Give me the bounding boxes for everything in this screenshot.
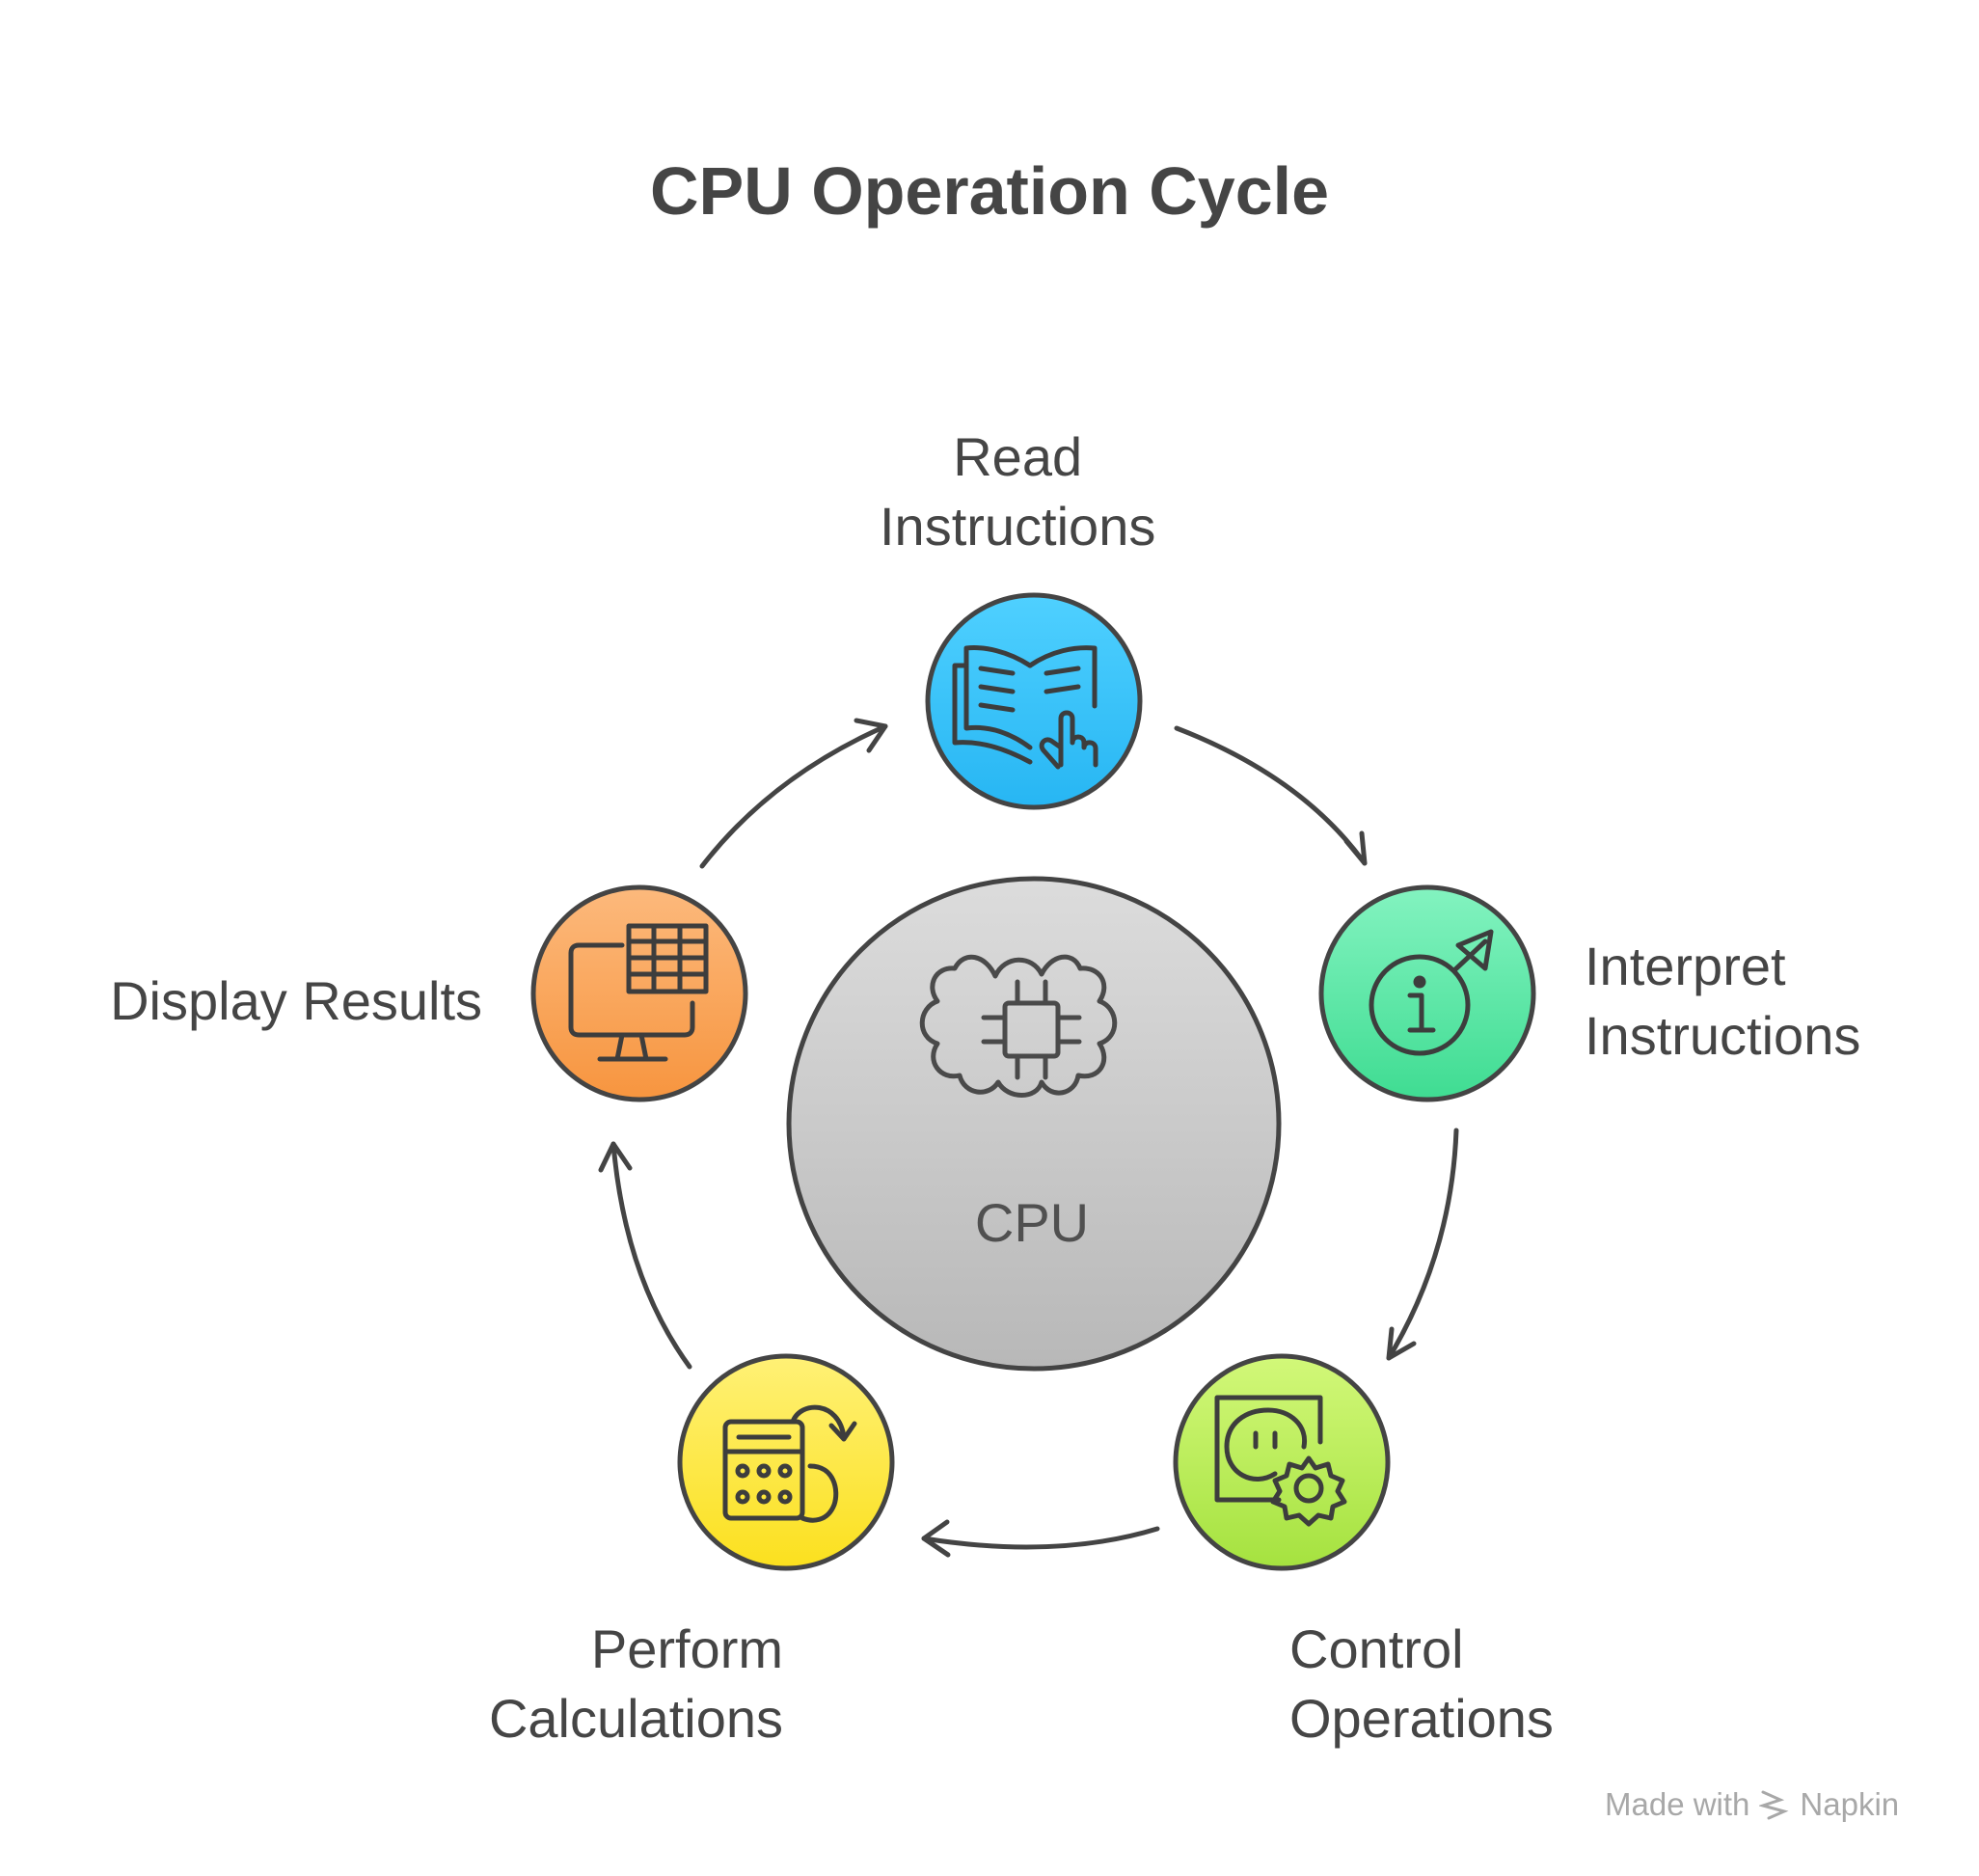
step-perform [677, 1353, 895, 1571]
label-perform-line2: Calculations [488, 1688, 783, 1749]
step-interpret [1318, 884, 1536, 1102]
step-display [530, 884, 748, 1102]
napkin-logo-icon [1759, 1790, 1789, 1820]
cpu-circle [786, 876, 1282, 1372]
arrow-control-to-perform [921, 1519, 1160, 1558]
step-control-circle [1173, 1353, 1391, 1571]
label-control: Control Operations [1289, 1615, 1554, 1754]
label-interpret-line2: Instructions [1585, 1005, 1861, 1066]
label-interpret: Interpret Instructions [1585, 932, 1860, 1071]
label-control-line2: Operations [1289, 1688, 1554, 1749]
step-read [925, 592, 1143, 810]
center-label: CPU [974, 1192, 1090, 1253]
label-read-line2: Instructions [880, 496, 1156, 557]
napkin-watermark: Made with Napkin [1605, 1786, 1899, 1823]
open-book-pointer-icon [952, 645, 1098, 770]
step-read-circle [925, 592, 1143, 810]
calculator-cycle-icon [722, 1404, 857, 1523]
label-interpret-line1: Interpret [1585, 936, 1786, 996]
label-control-line1: Control [1289, 1618, 1464, 1679]
made-with-text: Made with [1605, 1786, 1750, 1822]
diagram-title: CPU Operation Cycle [649, 153, 1330, 229]
label-read: Read Instructions [880, 422, 1155, 561]
monitor-table-icon [568, 923, 709, 1062]
label-read-line1: Read [953, 426, 1083, 487]
label-display: Display Results [110, 966, 482, 1036]
label-perform-line1: Perform [590, 1618, 783, 1679]
step-perform-circle [677, 1353, 895, 1571]
step-interpret-circle [1318, 884, 1536, 1102]
arrow-interpret-to-control [1386, 1128, 1459, 1361]
brain-chip-icon [919, 954, 1118, 1098]
label-display-line1: Display Results [110, 970, 482, 1031]
arrow-perform-to-display [598, 1141, 692, 1370]
socket-gear-icon [1214, 1395, 1347, 1527]
arrow-read-to-interpret [1174, 725, 1368, 866]
napkin-brand-text: Napkin [1800, 1786, 1900, 1822]
step-control [1173, 1353, 1391, 1571]
info-circle-arrow-icon [1369, 929, 1494, 1056]
label-perform: Perform Calculations [489, 1615, 783, 1754]
arrow-display-to-read [699, 718, 888, 869]
